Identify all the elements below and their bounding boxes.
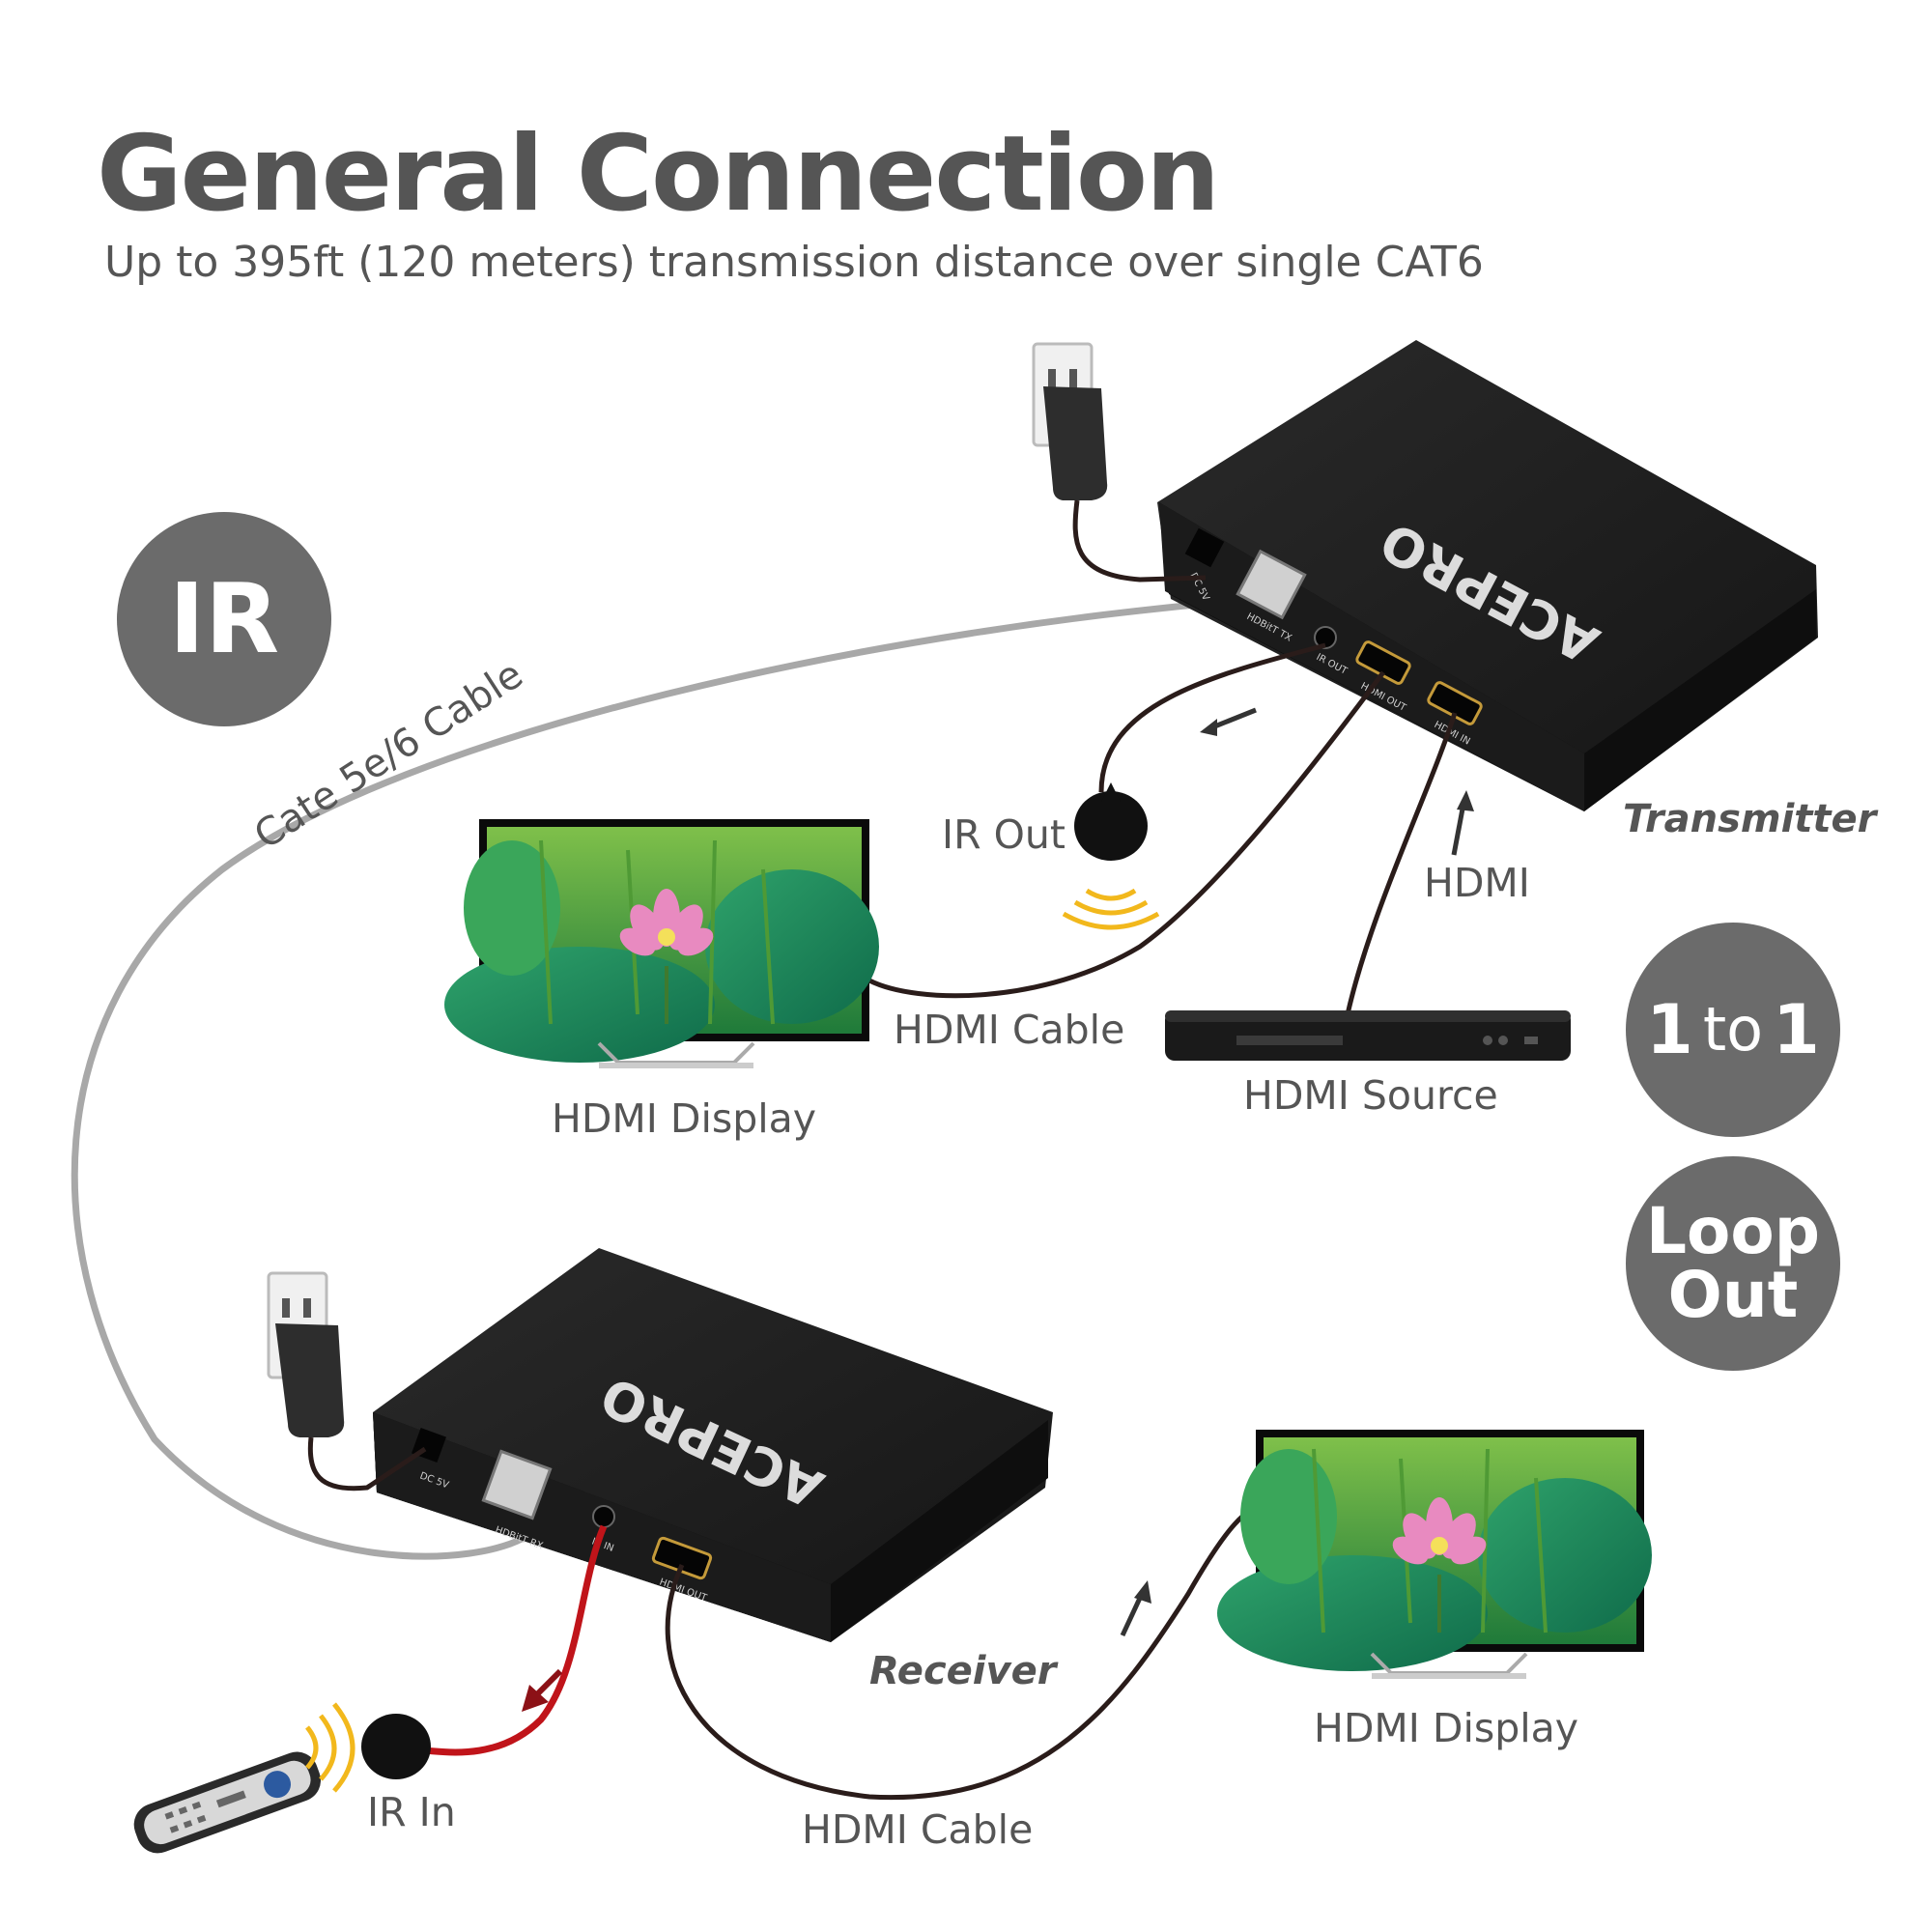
rx-power-adapter: [275, 1323, 345, 1437]
ir-out-label: IR Out: [942, 811, 1065, 858]
ir-out-signal: [1062, 888, 1160, 930]
tx-rj45-port: [1236, 549, 1307, 620]
rx-rj45-port: [481, 1449, 553, 1520]
hdmi-display-bottom-label: HDMI Display: [1314, 1705, 1579, 1751]
hdmi-display-bottom-graphic: [1217, 1430, 1652, 1679]
hdmi-display-top-label: HDMI Display: [552, 1095, 817, 1142]
page-title: General Connection: [97, 114, 1220, 235]
ir-in-receiver: [361, 1714, 431, 1779]
rx-ir-port: [592, 1505, 615, 1528]
transmitter-label: Transmitter: [1623, 797, 1877, 841]
remote-control-graphic: [133, 1751, 322, 1854]
receiver-label: Receiver: [869, 1649, 1057, 1693]
one-to-one-left: 1: [1646, 990, 1693, 1069]
loop-out-badge: Loop Out: [1626, 1156, 1840, 1371]
hdmi-display-top-graphic: [444, 819, 879, 1068]
loop-out-line1: Loop: [1646, 1194, 1820, 1268]
hdmi-cable-bottom-label: HDMI Cable: [802, 1806, 1034, 1853]
hdmi-in-arrow: [1451, 803, 1466, 856]
ir-badge: IR: [117, 512, 331, 726]
hdmi-out-arrow: [1120, 1592, 1145, 1637]
loop-out-line2: Out: [1667, 1258, 1799, 1332]
tx-power-adapter: [1043, 386, 1108, 500]
ir-in-signal: [305, 1702, 355, 1793]
hdmi-arrow-label: HDMI: [1424, 860, 1530, 906]
one-to-one-right: 1: [1773, 990, 1820, 1069]
hdmi-source-label: HDMI Source: [1243, 1072, 1498, 1119]
tx-hdmi-in-port: [1427, 681, 1483, 725]
cat-cable: [71, 593, 1286, 1560]
tx-ir-port: [1314, 626, 1337, 649]
one-to-one-badge: 1 to 1: [1626, 923, 1840, 1137]
ir-in-label: IR In: [367, 1789, 456, 1835]
hdmi-source-graphic: [1165, 1010, 1571, 1061]
tx-dc-port: [1184, 527, 1225, 568]
one-to-one-middle: to: [1702, 994, 1764, 1065]
tx-hdmi-out-port: [1355, 640, 1411, 685]
hdmi-cable-top-label: HDMI Cable: [894, 1007, 1125, 1053]
page-subtitle: Up to 395ft (120 meters) transmission di…: [104, 238, 1484, 287]
ir-out-emitter: [1074, 791, 1148, 861]
